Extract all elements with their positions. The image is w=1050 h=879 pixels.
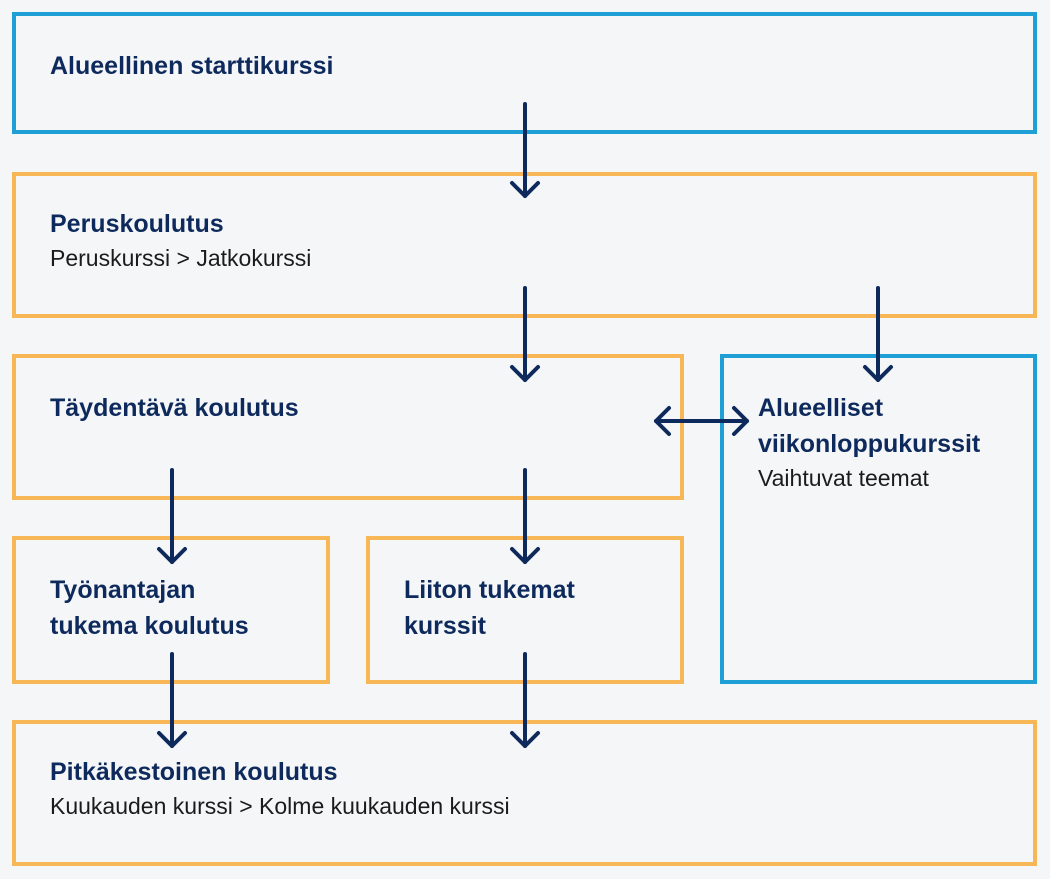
box-subtitle: Vaihtuvat teemat (758, 465, 929, 491)
box-long-term-training: Pitkäkestoinen koulutus Kuukauden kurssi… (12, 720, 1037, 866)
box-title: Työnantajan tukema koulutus (50, 576, 249, 640)
box-employer-supported-training: Työnantajan tukema koulutus (12, 536, 330, 684)
box-title: Alueelliset viikonloppukurssit (758, 394, 981, 458)
box-regional-weekend-courses: Alueelliset viikonloppukurssit Vaihtuvat… (720, 354, 1037, 684)
box-title: Liiton tukemat kurssit (404, 576, 575, 640)
box-subtitle: Peruskurssi > Jatkokurssi (50, 245, 312, 271)
box-subtitle: Kuukauden kurssi > Kolme kuukauden kurss… (50, 793, 510, 819)
box-basic-training: Peruskoulutus Peruskurssi > Jatkokurssi (12, 172, 1037, 318)
box-title: Täydentävä koulutus (50, 394, 299, 422)
box-union-supported-courses: Liiton tukemat kurssit (366, 536, 684, 684)
box-title: Alueellinen starttikurssi (50, 52, 334, 80)
box-regional-start-course: Alueellinen starttikurssi (12, 12, 1037, 134)
box-title: Peruskoulutus (50, 210, 224, 238)
box-title: Pitkäkestoinen koulutus (50, 758, 338, 786)
box-supplementary-training: Täydentävä koulutus (12, 354, 684, 500)
